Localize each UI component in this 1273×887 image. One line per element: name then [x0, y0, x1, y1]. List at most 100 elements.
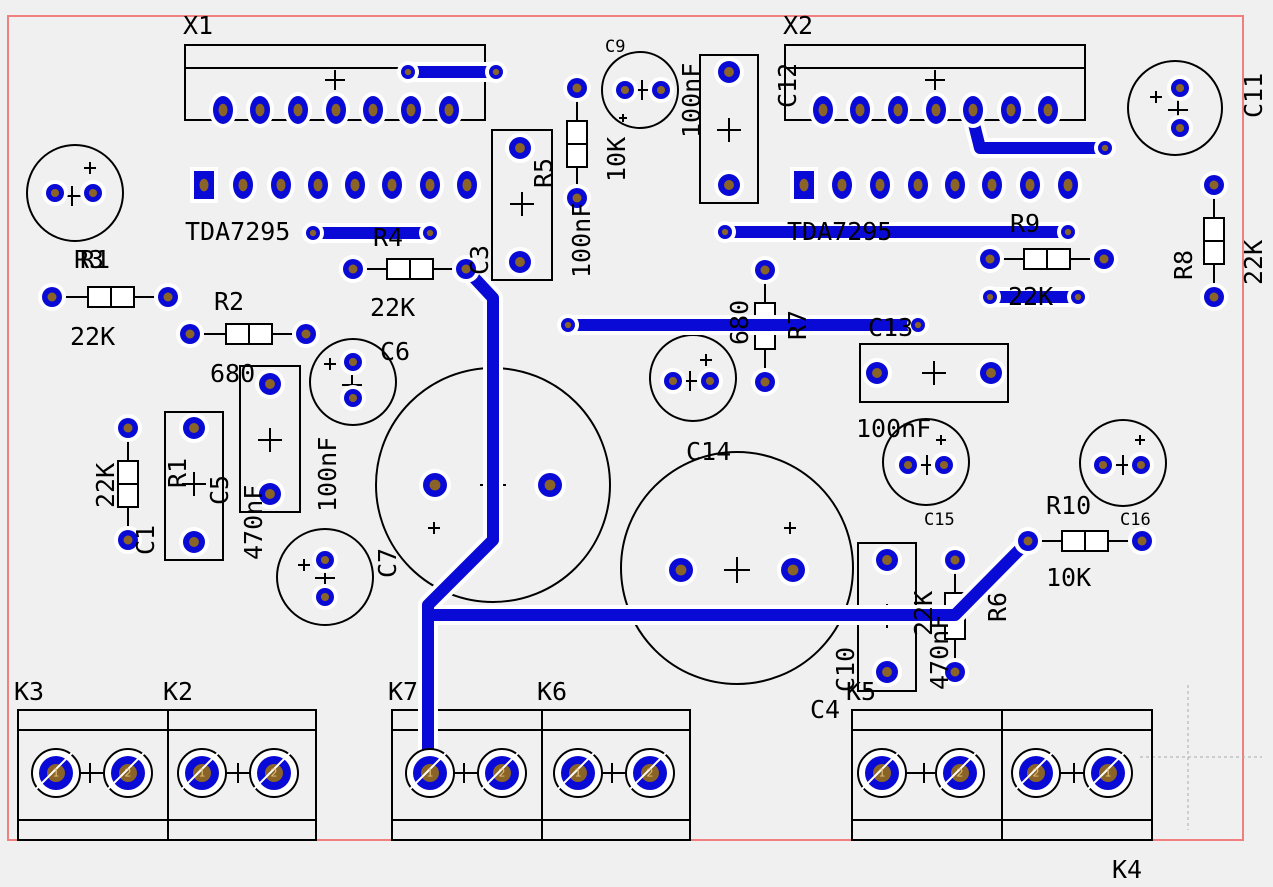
via-pad: [1094, 137, 1116, 159]
x2-pin-pad: [1016, 167, 1044, 203]
k2-outline: [167, 709, 317, 841]
label-r10: R10: [1046, 491, 1091, 520]
c13-box-outline: [859, 343, 1009, 403]
pin-number: 2: [1033, 767, 1040, 780]
x1-pin-pad: [246, 92, 274, 128]
resistor-pad: [751, 368, 779, 396]
x2-pin-pad: [959, 92, 987, 128]
label-r7-value: 680: [725, 300, 754, 345]
label-c4: C4: [810, 695, 840, 724]
terminal-pad: 1: [31, 748, 81, 798]
x1-pin-pad: [209, 92, 237, 128]
x2-pin-pad: [790, 167, 818, 203]
label-c6: C6: [380, 337, 410, 366]
pin-number: 1: [427, 767, 434, 780]
cap-pad: [312, 584, 338, 610]
via-pad: [397, 61, 419, 83]
box-cap-pad: [179, 527, 209, 557]
c9-outline: [601, 51, 679, 129]
pin-number: 2: [271, 767, 278, 780]
box-cap-pad: [714, 57, 744, 87]
label-r9: R9: [1010, 209, 1040, 238]
label-x2: X2: [783, 11, 813, 40]
bulk-cap-pad: [534, 469, 566, 501]
label-r8: R8: [1169, 250, 1198, 280]
cap-pad: [895, 452, 921, 478]
resistor-pad: [563, 184, 591, 212]
c-left-top-outline: [26, 144, 124, 242]
label-ic1-value: TDA7295: [185, 217, 290, 246]
label-c14: C14: [686, 437, 731, 466]
via-pad: [557, 314, 579, 336]
resistor-pad: [114, 414, 142, 442]
x2-pin-pad: [1054, 167, 1082, 203]
terminal-pad: 2: [625, 748, 675, 798]
resistor-pad: [176, 320, 204, 348]
x1-pin-pad: [416, 167, 444, 203]
cap-pad: [931, 452, 957, 478]
terminal-pad: 1: [405, 748, 455, 798]
label-r6: R6: [983, 592, 1012, 622]
cap-pad: [1167, 115, 1193, 141]
box-cap-pad: [714, 170, 744, 200]
x1-pin-pad: [359, 92, 387, 128]
c11-outline: [1127, 60, 1223, 156]
via-pad: [485, 61, 507, 83]
x1-pin-pad: [229, 167, 257, 203]
c12-box-outline: [699, 54, 759, 204]
x1-pin-pad: [322, 92, 350, 128]
terminal-pad: 2: [1011, 748, 1061, 798]
label-r5: R5: [529, 158, 558, 188]
label-c12: C12: [773, 63, 802, 108]
via-pad: [979, 286, 1001, 308]
pin-number: 1: [199, 767, 206, 780]
label-c2-value: 100nF: [313, 437, 342, 512]
x1-pin-pad: [304, 167, 332, 203]
x2-pin-pad: [978, 167, 1006, 203]
label-r5-value: 10K: [602, 137, 631, 182]
x2-pin-pad: [922, 92, 950, 128]
label-r1-overlap: R1: [80, 245, 110, 274]
c14-outline: [620, 451, 854, 685]
cap-pad: [340, 349, 366, 375]
box-cap-pad: [505, 133, 535, 163]
pin-number: 2: [499, 767, 506, 780]
label-c9: C9: [605, 37, 625, 57]
via-pad: [419, 222, 441, 244]
c7-outline: [276, 528, 374, 626]
cap-pad: [1090, 452, 1116, 478]
resistor-pad: [452, 255, 480, 283]
box-cap-pad: [255, 479, 285, 509]
label-r3: R3: [74, 245, 104, 274]
label-c16: C16: [1120, 510, 1151, 530]
resistor-pad: [751, 256, 779, 284]
resistor-pad: [1128, 527, 1156, 555]
label-c1: C1: [131, 525, 160, 555]
x1-pin-pad: [453, 167, 481, 203]
terminal-pad: 2: [935, 748, 985, 798]
label-r2: R2: [214, 287, 244, 316]
pin-number: 2: [125, 767, 132, 780]
bulk-cap-pad: [665, 554, 697, 586]
via-pad: [302, 222, 324, 244]
label-c3: C3: [465, 245, 494, 275]
resistor-pad: [292, 320, 320, 348]
label-k3: K3: [14, 677, 44, 706]
cap-pad: [1128, 452, 1154, 478]
box-cap-pad: [255, 369, 285, 399]
pin-number: 1: [879, 767, 886, 780]
label-k2: K2: [163, 677, 193, 706]
label-c5-value: 470nF: [239, 485, 268, 560]
box-cap-pad: [872, 545, 902, 575]
cap-pad: [612, 77, 638, 103]
x1-pin-pad: [267, 167, 295, 203]
cap-pad: [648, 77, 674, 103]
label-r8-value: 22K: [1239, 240, 1268, 285]
cap-pad: [697, 368, 723, 394]
pin-number: 1: [575, 767, 582, 780]
label-k4: K4: [1112, 855, 1142, 884]
label-k6: K6: [537, 677, 567, 706]
label-r1: R1: [163, 458, 192, 488]
